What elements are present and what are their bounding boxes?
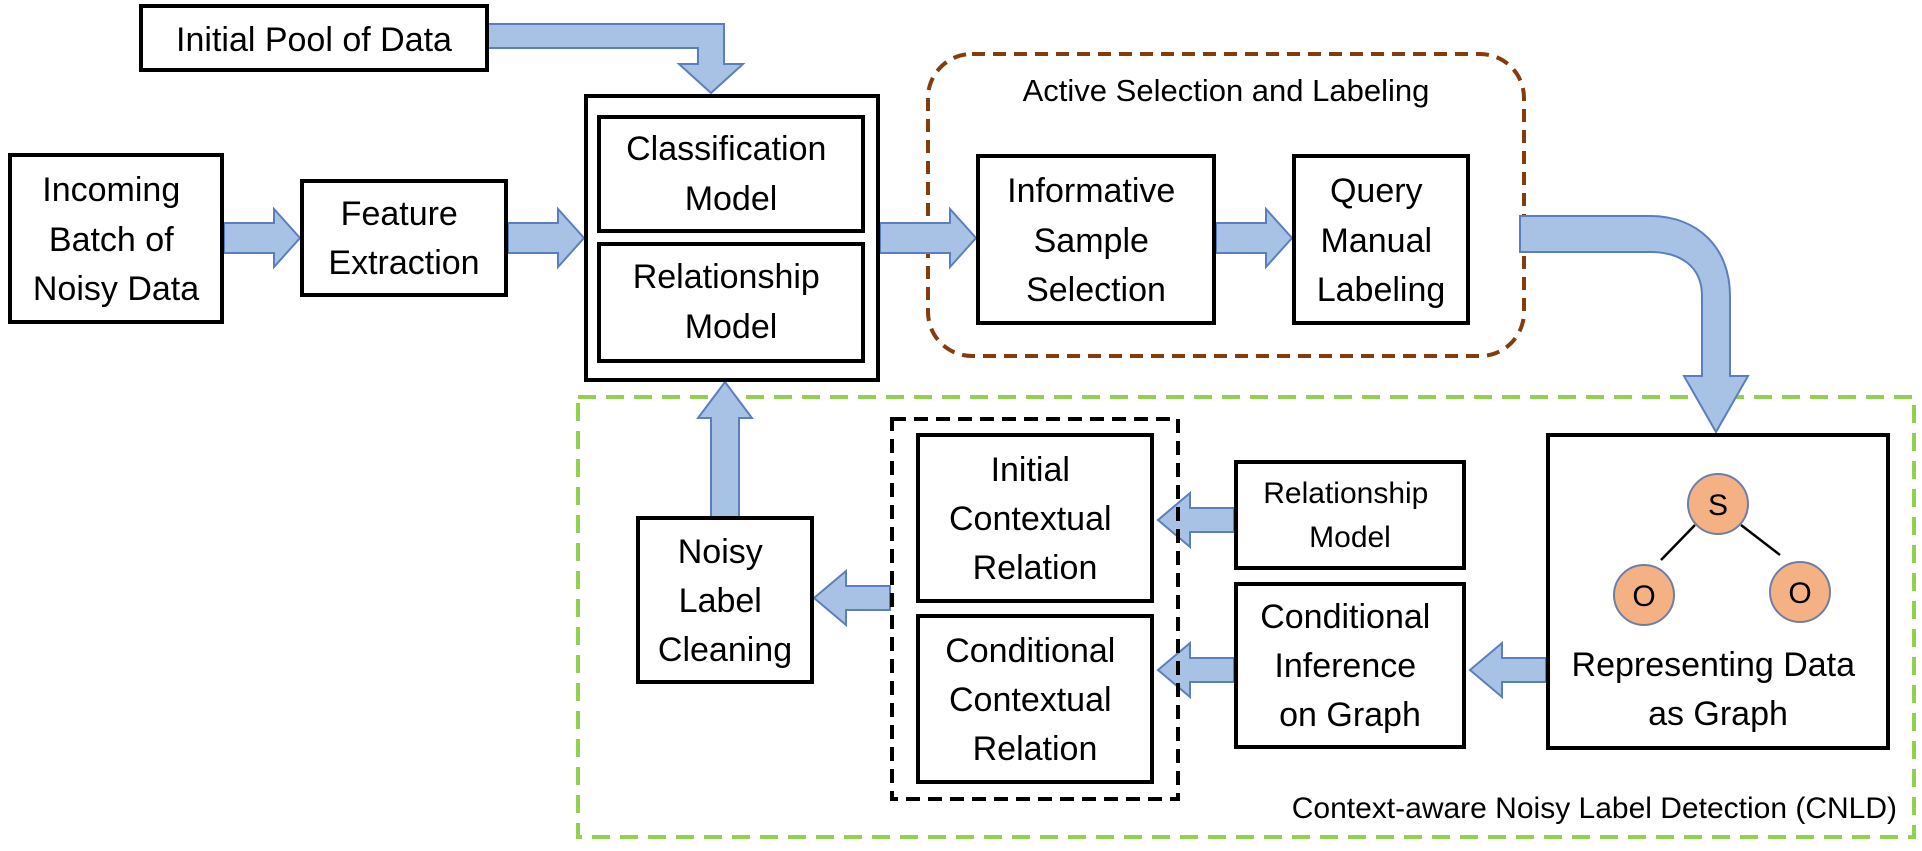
arrow-cleaning-to-model (696, 380, 754, 518)
graph-node-subject-label: S (1708, 489, 1728, 522)
informative-sample-box (976, 154, 1216, 325)
arrow-relations-to-cleaning (812, 568, 891, 628)
active-selection-region (926, 52, 1526, 358)
relationship-model-small-box (1234, 460, 1466, 570)
initial-contextual-label: Initial Contextual Relation (949, 451, 1121, 587)
incoming-batch-box (8, 153, 224, 324)
relationship-model-small-label: Relationship Model (1263, 477, 1436, 554)
graph-node-object-right: O (1769, 561, 1831, 623)
arrow-graph-to-inference (1468, 640, 1547, 700)
arrow-feature-to-model (507, 206, 586, 270)
relationship-model-box (597, 242, 865, 363)
cnld-region-title: Context-aware Noisy Label Detection (CNL… (1292, 792, 1897, 825)
graph-node-subject: S (1687, 473, 1749, 535)
conditional-contextual-box (916, 614, 1154, 784)
initial-pool-label: Initial Pool of Data (176, 21, 452, 59)
conditional-inference-box (1234, 582, 1466, 749)
relationship-model-label: Relationship Model (633, 258, 830, 346)
graph-edge-left (1660, 524, 1696, 561)
conditional-contextual-label: Conditional Contextual Relation (945, 632, 1125, 768)
query-manual-label: Query Manual Labeling (1317, 172, 1446, 309)
arrow-initial-pool-to-model (487, 23, 746, 95)
representing-data-label: Representing Data as Graph (1572, 646, 1865, 733)
active-selection-region-title: Active Selection and Labeling (1023, 73, 1430, 108)
arrow-relationship-to-initial (1156, 490, 1235, 550)
feature-extraction-box (300, 179, 508, 297)
graph-node-object-left-label: O (1632, 580, 1655, 613)
arrow-model-to-informative (879, 206, 978, 270)
arrow-informative-to-query (1215, 206, 1294, 270)
graph-node-object-left: O (1613, 564, 1675, 626)
initial-pool-box (139, 4, 489, 72)
classification-model-label: Classification Model (626, 130, 836, 218)
query-manual-box (1292, 154, 1470, 325)
graph-node-object-right-label: O (1788, 577, 1811, 610)
arrow-query-to-graph (1519, 215, 1750, 435)
feature-extraction-label: Feature Extraction (328, 195, 479, 282)
initial-contextual-box (916, 433, 1154, 603)
noisy-label-cleaning-box (636, 516, 814, 684)
arrow-inference-to-conditional (1156, 640, 1235, 700)
classification-model-box (597, 115, 865, 233)
conditional-inference-label: Conditional Inference on Graph (1260, 598, 1440, 734)
arrow-incoming-to-feature (223, 206, 302, 270)
graph-edge-right (1740, 524, 1781, 556)
noisy-label-cleaning-label: Noisy Label Cleaning (658, 533, 792, 669)
contextual-relations-group (890, 417, 1180, 801)
incoming-batch-label: Incoming Batch of Noisy Data (33, 171, 199, 308)
cnld-region (576, 395, 1916, 839)
informative-sample-label: Informative Sample Selection (1007, 172, 1185, 309)
